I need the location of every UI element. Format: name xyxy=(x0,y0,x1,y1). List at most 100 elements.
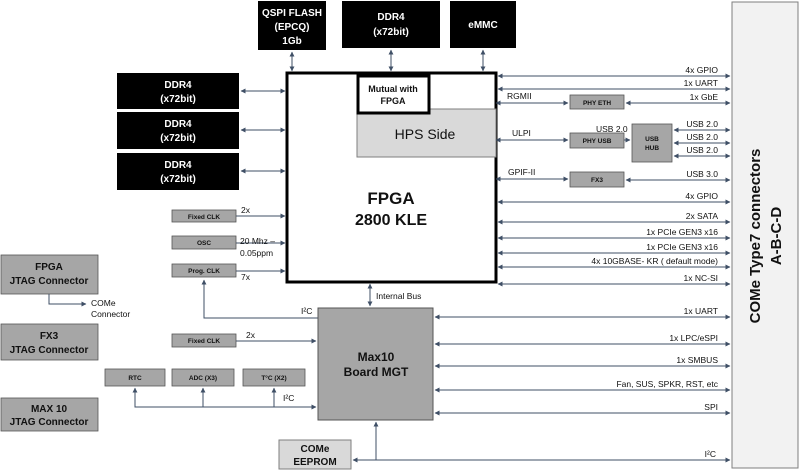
max10-prog-clk-i2c xyxy=(201,279,318,319)
max10-jtag-line1: MAX 10 xyxy=(31,404,68,415)
max10-jtag-line2: JTAG Connector xyxy=(10,417,89,428)
emmc-label: eMMC xyxy=(468,20,497,31)
mutual-line1: Mutual with xyxy=(368,84,418,94)
fpga-jtag-come-link xyxy=(48,294,87,307)
rgmii-label: RGMII xyxy=(507,91,532,101)
eeprom-line1: COMe xyxy=(301,444,330,455)
fpga-title: FPGA xyxy=(367,189,414,208)
signal-gpio-1: 4x GPIO xyxy=(685,65,718,75)
max10-signal-misc: Fan, SUS, SPKR, RST, etc xyxy=(616,379,718,389)
max10-right-signals: 1x UART 1x LPC/eSPI 1x SMBUS Fan, SUS, S… xyxy=(434,306,731,416)
osc-label: OSC xyxy=(197,240,211,247)
connector-title: COMe Type7 connectors xyxy=(747,149,764,324)
come-i2c-label: I²C xyxy=(705,449,716,459)
rtc-label: RTC xyxy=(128,375,142,382)
mutual-line2: FPGA xyxy=(380,96,406,106)
signal-uart-1: 1x UART xyxy=(684,78,718,88)
come-type7-connector: COMe Type7 connectors A-B-C-D xyxy=(731,1,799,469)
signal-10gbase: 4x 10GBASE- KR ( default mode) xyxy=(591,256,718,266)
ulpi-label: ULPI xyxy=(512,128,531,138)
prog-clk-block: Prog. CLK xyxy=(171,263,237,278)
max10-signal-spi: SPI xyxy=(704,402,718,412)
signal-gpio-2: 4x GPIO xyxy=(685,191,718,201)
signal-gbe: 1x GbE xyxy=(690,92,719,102)
fixed-clk-max10-block: Fixed CLK xyxy=(171,333,237,348)
max10-signal-smbus: 1x SMBUS xyxy=(676,355,718,365)
hps-side-label: HPS Side xyxy=(395,126,456,142)
adc-block: ADC (X3) xyxy=(171,368,235,387)
prog-clk-count: 7x xyxy=(241,272,251,282)
tc-label: T°C (X2) xyxy=(261,374,286,382)
max10-block: Max10 Board MGT xyxy=(317,307,434,421)
i2c-sensor-bus xyxy=(132,387,317,410)
ddr4-left-1-line2: (x72bit) xyxy=(160,94,196,105)
fpga-capacity: 2800 KLE xyxy=(355,212,427,229)
fpga-jtag-line2: JTAG Connector xyxy=(10,276,89,287)
signal-usb2-2: USB 2.0 xyxy=(686,132,718,142)
osc-spec-line2: 0.05ppm xyxy=(240,248,273,258)
fx3-label: FX3 xyxy=(591,177,603,184)
prog-clk-label: Prog. CLK xyxy=(188,268,220,275)
usb-hub-line1: USB xyxy=(645,136,659,143)
fixed-clk-max10-count: 2x xyxy=(246,330,256,340)
signal-ncsi: 1x NC-SI xyxy=(684,273,718,283)
fpga-jtag-line1: FPGA xyxy=(35,262,63,273)
max10-signal-lpc: 1x LPC/eSPI xyxy=(669,333,718,343)
fixed-clk-fpga-block: Fixed CLK xyxy=(171,209,237,223)
ddr4-top-block: DDR4 (x72bit) xyxy=(342,1,440,48)
come-connector-line2: Connector xyxy=(91,309,130,319)
usb-hub-line2: HUB xyxy=(645,145,659,152)
max10-subtitle: Board MGT xyxy=(344,365,409,379)
adc-label: ADC (X3) xyxy=(189,375,217,382)
max10-jtag-connector: MAX 10 JTAG Connector xyxy=(0,397,99,432)
hps-side-region xyxy=(356,108,497,158)
fixed-clk-fpga-count: 2x xyxy=(241,205,251,215)
fpga-right-signals: 4x GPIO 1x UART 1x GbE USB 2.0 USB 2.0 U… xyxy=(497,65,731,287)
fx3-jtag-line2: JTAG Connector xyxy=(10,345,89,356)
mutual-block xyxy=(356,74,431,115)
eeprom-line2: EEPROM xyxy=(293,457,336,468)
ddr4-left-block-3: DDR4 (x72bit) xyxy=(117,153,239,190)
phy-eth-block: PHY ETH xyxy=(569,94,625,110)
fx3-jtag-line1: FX3 xyxy=(40,331,59,342)
fpga-block: HPS Side Mutual with FPGA FPGA 2800 KLE xyxy=(285,71,498,284)
ddr4-left-3-line1: DDR4 xyxy=(164,160,192,171)
fixed-clk-max10-label: Fixed CLK xyxy=(188,338,220,345)
signal-usb2-3: USB 2.0 xyxy=(686,145,718,155)
come-eeprom-block: COMe EEPROM xyxy=(278,439,352,470)
ddr4-left-2-line1: DDR4 xyxy=(164,119,192,130)
come-connector-line1: COMe xyxy=(91,298,116,308)
phy-usb-block: PHY USB xyxy=(569,132,625,149)
phy-eth-label: PHY ETH xyxy=(583,100,611,107)
emmc-block: eMMC xyxy=(450,1,516,48)
ddr4-left-2-line2: (x72bit) xyxy=(160,133,196,144)
ddr4-left-block-2: DDR4 (x72bit) xyxy=(117,112,239,149)
osc-spec-line1: 20 Mhz – xyxy=(240,236,275,246)
fixed-clk-fpga-label: Fixed CLK xyxy=(188,214,220,221)
rtc-block: RTC xyxy=(104,368,166,387)
max10-i2c-top-label: I²C xyxy=(301,306,312,316)
connector-subtitle: A-B-C-D xyxy=(768,207,785,265)
ddr4-left-1-line1: DDR4 xyxy=(164,80,192,91)
qspi-flash-line2: (EPCQ) xyxy=(275,22,310,33)
phy-usb-label: PHY USB xyxy=(583,138,612,145)
i2c-bottom-label: I²C xyxy=(283,393,294,403)
signal-sata: 2x SATA xyxy=(686,211,719,221)
signal-pcie-2: 1x PCIe GEN3 x16 xyxy=(646,242,718,252)
signal-usb3: USB 3.0 xyxy=(686,169,718,179)
ddr4-left-3-line2: (x72bit) xyxy=(160,174,196,185)
ddr4-left-block-1: DDR4 (x72bit) xyxy=(117,73,239,109)
signal-usb2-1: USB 2.0 xyxy=(686,119,718,129)
usb-hub-block: USB HUB xyxy=(631,123,673,163)
fx3-block: FX3 xyxy=(569,171,625,188)
qspi-flash-block: QSPI FLASH (EPCQ) 1Gb xyxy=(258,1,326,50)
phy-usb-hub-usb-label: USB 2.0 xyxy=(596,124,628,134)
ddr4-top-line1: DDR4 xyxy=(377,12,405,23)
eeprom-i2c-link xyxy=(352,421,379,463)
max10-title: Max10 xyxy=(358,350,395,364)
gpif-label: GPIF-II xyxy=(508,167,535,177)
qspi-flash-line1: QSPI FLASH xyxy=(262,8,322,19)
fpga-jtag-connector: FPGA JTAG Connector xyxy=(0,254,99,295)
ddr4-top-line2: (x72bit) xyxy=(373,27,409,38)
